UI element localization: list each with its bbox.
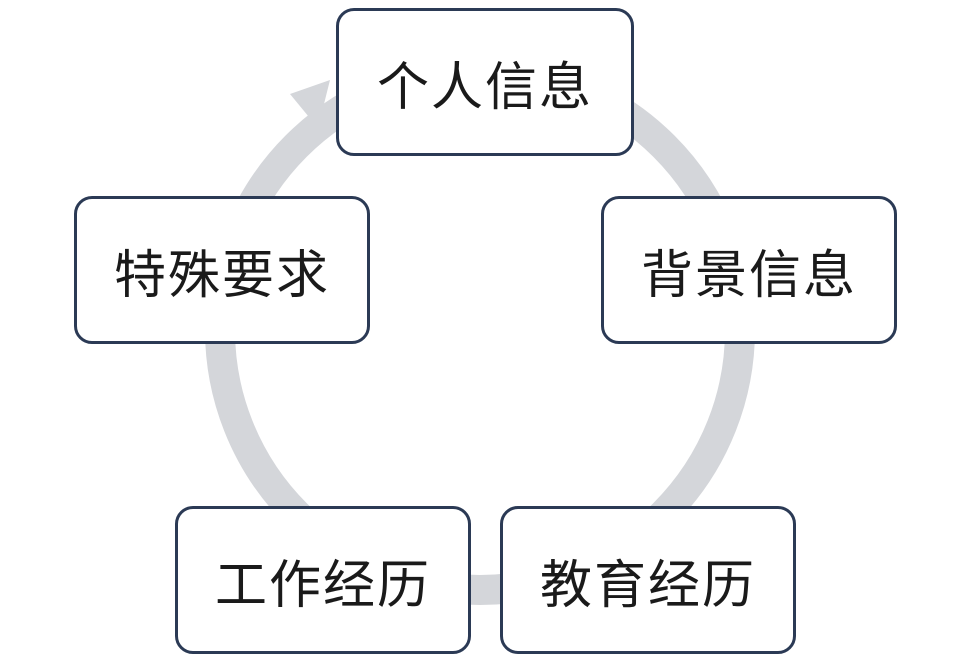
node-work-history-label: 工作经历: [214, 555, 431, 616]
node-education-history-label: 教育经历: [539, 555, 756, 616]
node-work-history: 工作经历: [175, 506, 471, 654]
node-special-requirements: 特殊要求: [74, 196, 370, 344]
node-background-info-label: 背景信息: [640, 245, 857, 306]
node-background-info: 背景信息: [601, 196, 897, 344]
cycle-arrowhead-icon: [290, 80, 330, 128]
node-personal-info: 个人信息: [336, 8, 634, 156]
node-personal-info-label: 个人信息: [376, 57, 593, 118]
node-education-history: 教育经历: [500, 506, 796, 654]
node-special-requirements-label: 特殊要求: [113, 245, 330, 306]
